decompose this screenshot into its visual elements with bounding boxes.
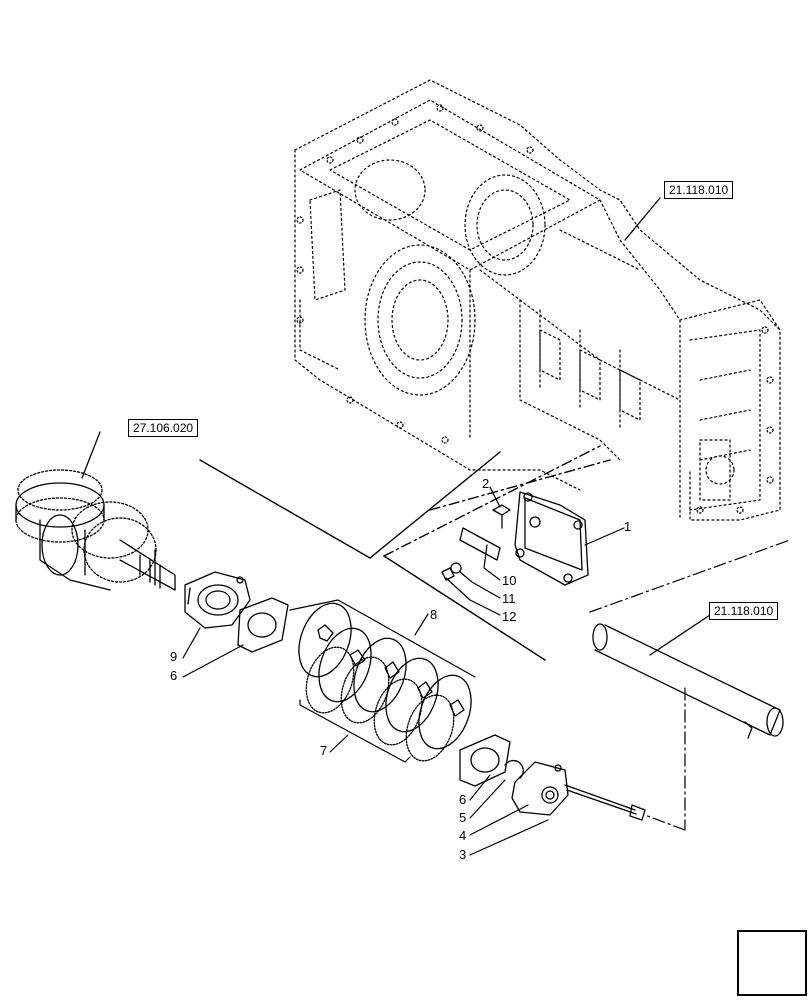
circlip [504, 759, 524, 779]
tube-part [592, 623, 784, 739]
callout-5: 5 [459, 810, 467, 825]
callout-11: 11 [502, 591, 516, 606]
bearing-support [184, 571, 251, 629]
callout-10: 10 [502, 573, 517, 588]
gear-shaft-assembly [15, 469, 176, 591]
reference-tube[interactable]: 21.118.010 [709, 602, 779, 620]
housing-bolt-holes [296, 104, 774, 514]
callout-6-upper: 6 [170, 668, 178, 683]
section-lines [199, 445, 611, 661]
callout-8: 8 [430, 607, 438, 622]
callout-4: 4 [459, 828, 467, 843]
callout-2: 2 [482, 476, 490, 491]
plate-brackets [289, 599, 476, 763]
gasket-upper [237, 597, 289, 653]
dash-dot-leaders [589, 539, 791, 831]
callout-leaders [182, 486, 625, 856]
clutch-plate-pack [298, 602, 472, 762]
callout-1: 1 [624, 519, 632, 534]
lower-cover-assembly [511, 761, 646, 821]
callout-12: 12 [502, 609, 517, 624]
transmission-housing [294, 79, 781, 521]
gasket-lower [459, 734, 511, 787]
callout-9: 9 [170, 649, 178, 664]
next-page-button[interactable] [737, 930, 807, 996]
top-cover-assembly [441, 491, 589, 586]
reference-housing[interactable]: 21.118.010 [664, 181, 734, 199]
callout-7: 7 [320, 743, 328, 758]
reference-leaders [81, 197, 711, 656]
callout-6-lower: 6 [459, 792, 467, 807]
reference-gear-shaft[interactable]: 27.106.020 [128, 419, 199, 437]
callout-3: 3 [459, 847, 467, 862]
